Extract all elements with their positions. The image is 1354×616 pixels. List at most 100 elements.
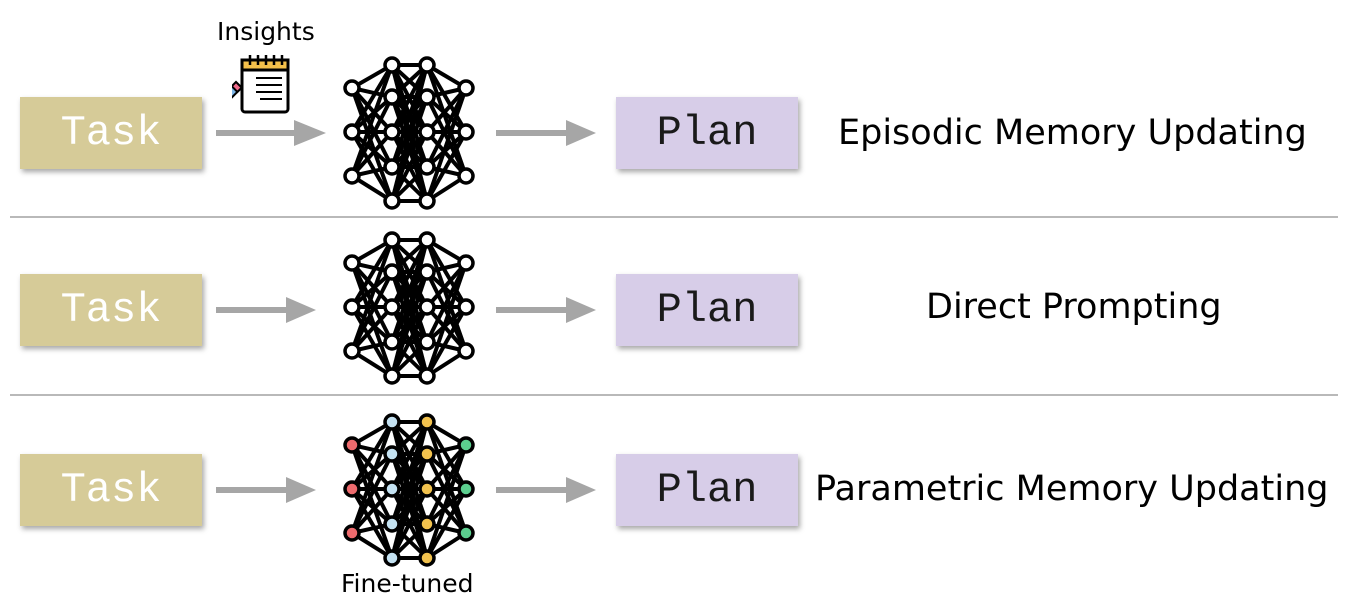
network-edge (350, 421, 394, 534)
network-node (383, 88, 401, 106)
network-edge (390, 131, 429, 202)
method-label: Parametric Memory Updating (815, 469, 1329, 509)
network-node (383, 298, 401, 316)
task-box: Task (20, 454, 202, 526)
network-edge (425, 453, 468, 534)
network-edge (425, 487, 468, 535)
network-node (457, 167, 475, 185)
network-node (457, 79, 475, 97)
network-edge (350, 420, 394, 491)
arrow-right-icon (216, 477, 316, 503)
network-edge (350, 95, 394, 134)
network-edge (350, 262, 394, 377)
network-edge (350, 261, 394, 309)
network-node (383, 413, 401, 431)
network-edge (350, 487, 394, 560)
network-node (418, 263, 436, 281)
neural-network-icon (343, 56, 475, 210)
network-edge (350, 271, 394, 352)
network-node (343, 342, 361, 360)
network-node (343, 254, 361, 272)
network-edge (390, 271, 429, 377)
network-node (457, 342, 475, 360)
plan-box: Plan (616, 274, 798, 346)
network-node (418, 549, 436, 567)
network-edge (425, 306, 468, 377)
row-direct-prompting: Task Plan Direct Prompting (0, 0, 1354, 385)
network-node (343, 436, 361, 454)
network-edge (390, 96, 429, 202)
network-node (418, 88, 436, 106)
network-edge (425, 262, 468, 377)
network-node (383, 263, 401, 281)
row-episodic-memory: Insights Task Plan Episodic Memory Updat… (0, 0, 1354, 210)
divider (10, 394, 1338, 396)
network-node (383, 123, 401, 141)
network-node (418, 413, 436, 431)
notepad-pencil-icon (232, 55, 290, 114)
network-edge (425, 63, 468, 134)
network-node (343, 123, 361, 141)
network-edge (350, 63, 394, 134)
network-edge (350, 130, 394, 203)
task-box: Task (20, 97, 202, 169)
network-edge (350, 487, 394, 526)
network-node (343, 480, 361, 498)
network-edge (425, 96, 468, 177)
network-node (418, 123, 436, 141)
network-edge (425, 131, 468, 202)
network-node (383, 231, 401, 249)
network-edge (350, 270, 394, 309)
network-node (343, 79, 361, 97)
network-edge (390, 488, 429, 559)
network-edge (350, 238, 394, 309)
network-edge (425, 86, 468, 134)
network-node (383, 549, 401, 567)
network-edge (350, 305, 394, 353)
network-node (343, 524, 361, 542)
network-node (418, 158, 436, 176)
network-node (418, 445, 436, 463)
method-label: Episodic Memory Updating (838, 113, 1307, 153)
network-node (457, 480, 475, 498)
network-node (383, 56, 401, 74)
network-node (418, 367, 436, 385)
network-node (383, 480, 401, 498)
network-node (418, 333, 436, 351)
network-edge (350, 130, 394, 169)
neural-network-icon (343, 231, 475, 385)
insights-label: Insights (217, 17, 315, 46)
network-edge (425, 271, 468, 352)
network-edge (350, 305, 394, 378)
network-edge (425, 421, 468, 534)
network-edge (425, 238, 468, 309)
network-edge (425, 261, 468, 309)
network-edge (425, 64, 468, 177)
network-node (383, 158, 401, 176)
network-edge (390, 306, 429, 377)
network-node (418, 480, 436, 498)
network-edge (350, 87, 394, 202)
arrow-right-icon (216, 120, 326, 146)
network-node (343, 167, 361, 185)
network-edge (350, 453, 394, 534)
network-edge (350, 86, 394, 134)
network-node (383, 515, 401, 533)
plan-box: Plan (616, 454, 798, 526)
network-node (383, 445, 401, 463)
network-edge (350, 64, 394, 177)
network-edge (425, 488, 468, 559)
network-edge (350, 443, 394, 491)
task-box: Task (20, 274, 202, 346)
network-edge (390, 453, 429, 559)
network-edge (425, 444, 468, 559)
network-node (418, 231, 436, 249)
network-edge (425, 239, 468, 352)
network-node (457, 123, 475, 141)
arrow-right-icon (216, 297, 316, 323)
network-edge (425, 443, 468, 491)
network-edge (425, 305, 468, 353)
network-edge (350, 452, 394, 491)
network-node (418, 56, 436, 74)
network-node (383, 367, 401, 385)
